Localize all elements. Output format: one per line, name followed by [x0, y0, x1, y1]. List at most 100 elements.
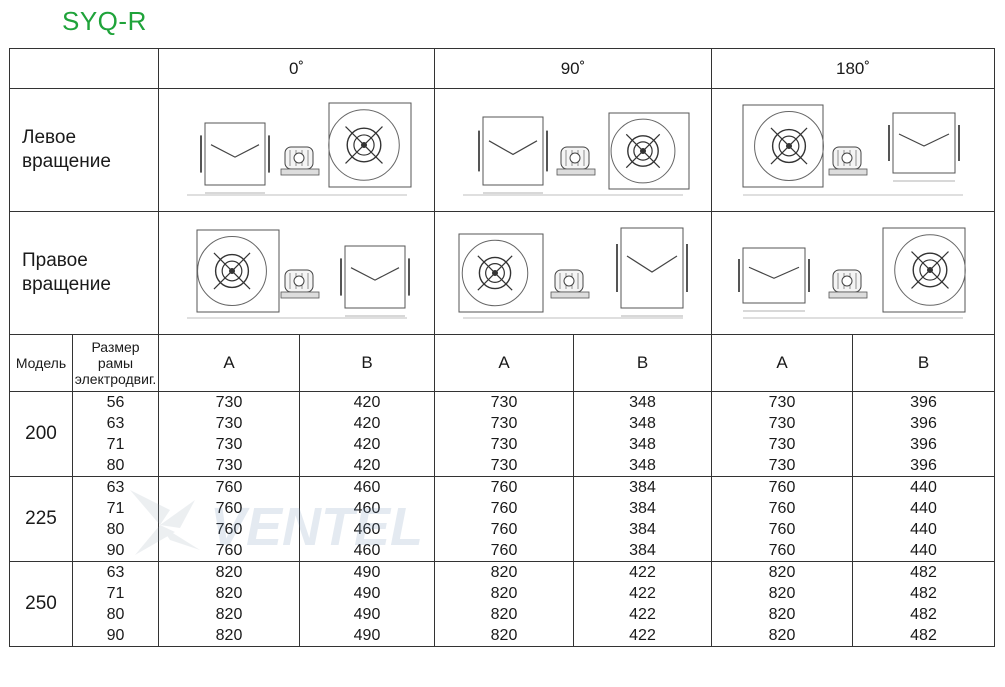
dim-cell-b180: 482: [852, 583, 996, 604]
frame-cell: 71: [72, 434, 159, 455]
dim-cell-a90: 760: [434, 498, 574, 519]
dim-cell-b90: 384: [572, 519, 713, 540]
dim-cell-b90: 348: [572, 391, 713, 413]
rotation-label-line2: вращение: [22, 151, 111, 172]
angle-90-header: 90˚: [433, 48, 713, 89]
dim-cell-a90: 730: [434, 434, 574, 455]
dim-cell-a180: 820: [711, 561, 854, 583]
dim-cell-a0: 820: [158, 625, 300, 647]
dim-cell-a180: 760: [711, 498, 854, 519]
dim-cell-a180: 760: [711, 519, 854, 540]
fan-drawing: [186, 229, 410, 319]
dim-cell-a0: 730: [158, 434, 300, 455]
dim-cell-b180: 396: [852, 413, 996, 434]
frame-cell: 63: [72, 561, 159, 583]
dim-cell-b180: 396: [852, 391, 996, 413]
col-b-180: B: [852, 334, 996, 392]
frame-cell: 80: [72, 519, 159, 540]
rotation-label-line1: Левое: [22, 127, 77, 148]
col-b-0: B: [299, 334, 435, 392]
dim-cell-a180: 730: [711, 455, 854, 477]
dim-cell-a180: 730: [711, 434, 854, 455]
frame-cell: 56: [72, 391, 159, 413]
dim-cell-b0: 420: [299, 413, 435, 434]
dim-cell-a0: 760: [158, 498, 300, 519]
dim-cell-a0: 760: [158, 519, 300, 540]
dim-cell-a0: 760: [158, 540, 300, 562]
dimensions-table: 0˚ 90˚ 180˚ Левое вращение Правое вращен…: [9, 48, 996, 647]
dim-cell-b180: 482: [852, 604, 996, 625]
drawing-left-90: [433, 88, 713, 212]
drawing-right-90: [433, 211, 713, 335]
dim-cell-a180: 760: [711, 540, 854, 562]
dim-cell-b90: 348: [572, 455, 713, 477]
fan-drawing: [463, 112, 690, 196]
dim-cell-b90: 384: [572, 498, 713, 519]
dim-cell-b180: 482: [852, 561, 996, 583]
angle-180-header: 180˚: [711, 48, 996, 89]
frame-cell: 71: [72, 498, 159, 519]
frame-cell: 63: [72, 476, 159, 498]
fan-drawing: [186, 102, 411, 196]
dim-cell-a180: 730: [711, 391, 854, 413]
frame-header-line3: электродвиг.: [74, 371, 157, 387]
dim-cell-a0: 730: [158, 391, 300, 413]
dim-cell-b0: 420: [299, 391, 435, 413]
angle-header-row: 0˚ 90˚ 180˚: [9, 48, 996, 89]
dim-cell-b0: 420: [299, 455, 435, 477]
dim-cell-a90: 820: [434, 561, 574, 583]
dim-cell-b90: 384: [572, 476, 713, 498]
page-title: SYQ-R: [62, 6, 147, 36]
left-rotation-label: Левое вращение: [9, 88, 159, 212]
drawing-right-0: [158, 211, 435, 335]
dim-cell-b180: 440: [852, 540, 996, 562]
dim-cell-b90: 348: [572, 413, 713, 434]
dim-cell-b90: 422: [572, 604, 713, 625]
frame-cell: 80: [72, 604, 159, 625]
column-header-row: Модель Размер рамы электродвиг. A B A B …: [9, 334, 996, 392]
dim-cell-b0: 490: [299, 604, 435, 625]
dim-cell-a90: 760: [434, 476, 574, 498]
model-cell: 225: [9, 476, 73, 562]
dim-cell-b90: 348: [572, 434, 713, 455]
drawing-right-180: [711, 211, 996, 335]
dim-cell-b180: 440: [852, 498, 996, 519]
dim-cell-a180: 730: [711, 413, 854, 434]
dim-cell-b0: 460: [299, 540, 435, 562]
drawing-left-0: [158, 88, 435, 212]
dim-cell-b90: 422: [572, 625, 713, 647]
frame-header-line2: рамы: [97, 355, 134, 371]
col-a-90: A: [434, 334, 574, 392]
dim-cell-b0: 420: [299, 434, 435, 455]
rotation-label-line2: вращение: [22, 274, 111, 295]
frame-header-line1: Размер: [91, 339, 140, 355]
dim-cell-b180: 440: [852, 476, 996, 498]
right-rotation-label: Правое вращение: [9, 211, 159, 335]
frame-cell: 90: [72, 625, 159, 647]
dim-cell-a0: 760: [158, 476, 300, 498]
angle-0-header: 0˚: [158, 48, 435, 89]
dim-cell-a90: 760: [434, 540, 574, 562]
dim-cell-a0: 820: [158, 561, 300, 583]
left-rotation-row: Левое вращение: [9, 88, 996, 212]
dim-cell-a0: 730: [158, 455, 300, 477]
dim-cell-a180: 760: [711, 476, 854, 498]
dim-cell-a0: 820: [158, 604, 300, 625]
dim-cell-a90: 730: [434, 391, 574, 413]
dim-cell-a180: 820: [711, 604, 854, 625]
col-b-90: B: [572, 334, 713, 392]
dim-cell-b180: 396: [852, 455, 996, 477]
rotation-label-line1: Правое: [22, 250, 88, 271]
